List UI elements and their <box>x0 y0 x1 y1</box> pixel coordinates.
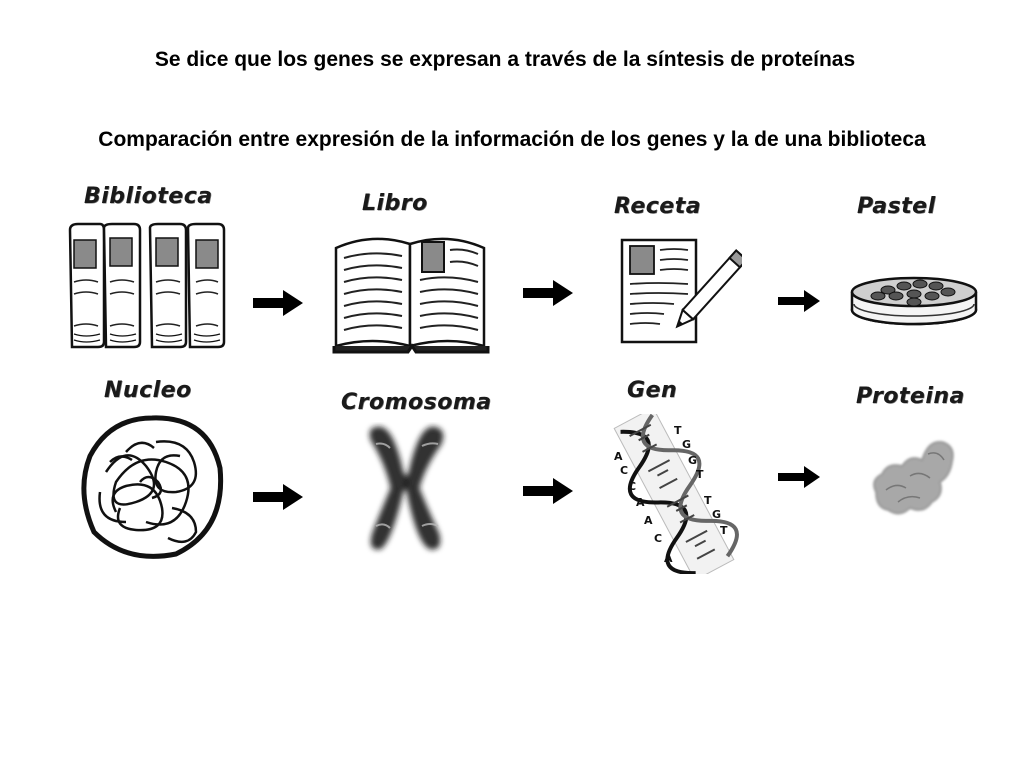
label-biblioteca: Biblioteca <box>84 184 213 209</box>
label-nucleo: Nucleo <box>104 378 192 403</box>
recipe-icon <box>620 238 742 344</box>
heading: Se dice que los genes se expresan a trav… <box>154 48 856 71</box>
dna-icon: A C C A A C A T G G T T G T <box>613 414 739 574</box>
dna-letter: T <box>674 424 682 437</box>
arrow-right-icon <box>778 466 820 488</box>
dna-letter: T <box>704 494 712 507</box>
label-receta: Receta <box>614 194 702 219</box>
library-icon <box>68 222 226 349</box>
dna-letter: C <box>628 480 636 493</box>
arrow-right-icon <box>778 290 820 312</box>
label-libro: Libro <box>362 191 428 216</box>
dna-letter: T <box>696 468 704 481</box>
label-pastel: Pastel <box>857 194 936 219</box>
dna-letter: A <box>664 552 673 565</box>
arrow-right-icon <box>253 290 303 316</box>
subheading: Comparación entre expresión de la inform… <box>98 128 926 151</box>
dna-letter: T <box>720 524 728 537</box>
cake-icon <box>850 276 978 326</box>
dna-letter: G <box>712 508 721 521</box>
dna-letter: C <box>620 464 628 477</box>
dna-letter: A <box>614 450 623 463</box>
dna-letter: C <box>654 532 662 545</box>
dna-letter: G <box>682 438 691 451</box>
label-cromosoma: Cromosoma <box>341 390 492 415</box>
dna-letter: A <box>644 514 653 527</box>
arrow-right-icon <box>253 484 303 510</box>
label-gen: Gen <box>627 378 678 403</box>
dna-letter: A <box>636 496 645 509</box>
chromosome-icon <box>369 426 443 550</box>
protein-icon <box>873 441 954 515</box>
dna-letter: G <box>688 454 697 467</box>
arrow-right-icon <box>523 478 573 504</box>
arrow-right-icon <box>523 280 573 306</box>
nucleus-icon <box>81 415 224 559</box>
book-icon <box>332 237 490 354</box>
label-proteina: Proteina <box>856 384 965 409</box>
